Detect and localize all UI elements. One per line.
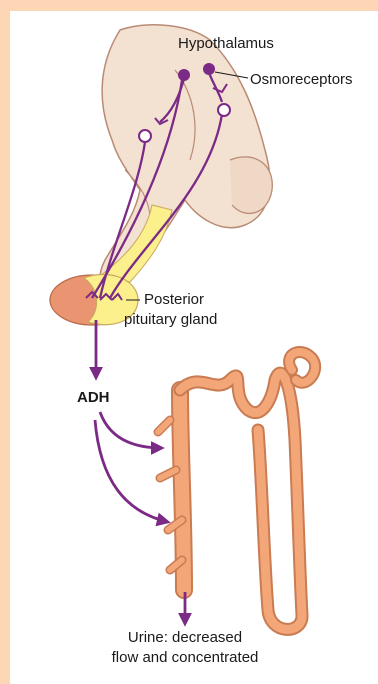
adh-label: ADH: [77, 388, 110, 407]
nephron-tubule: [158, 352, 315, 629]
hypothalamus-label: Hypothalamus: [178, 34, 274, 53]
osmoreceptor-neuron-body: [203, 63, 215, 75]
urine-label-line1: Urine: decreased: [95, 628, 275, 647]
posterior-label-line2: pituitary gland: [124, 310, 217, 329]
osmoreceptors-label: Osmoreceptors: [250, 70, 353, 89]
urine-label-line2: flow and concentrated: [85, 648, 285, 667]
hypothalamus-neuron-body: [178, 69, 190, 81]
posterior-label-line1: Posterior: [144, 290, 204, 309]
